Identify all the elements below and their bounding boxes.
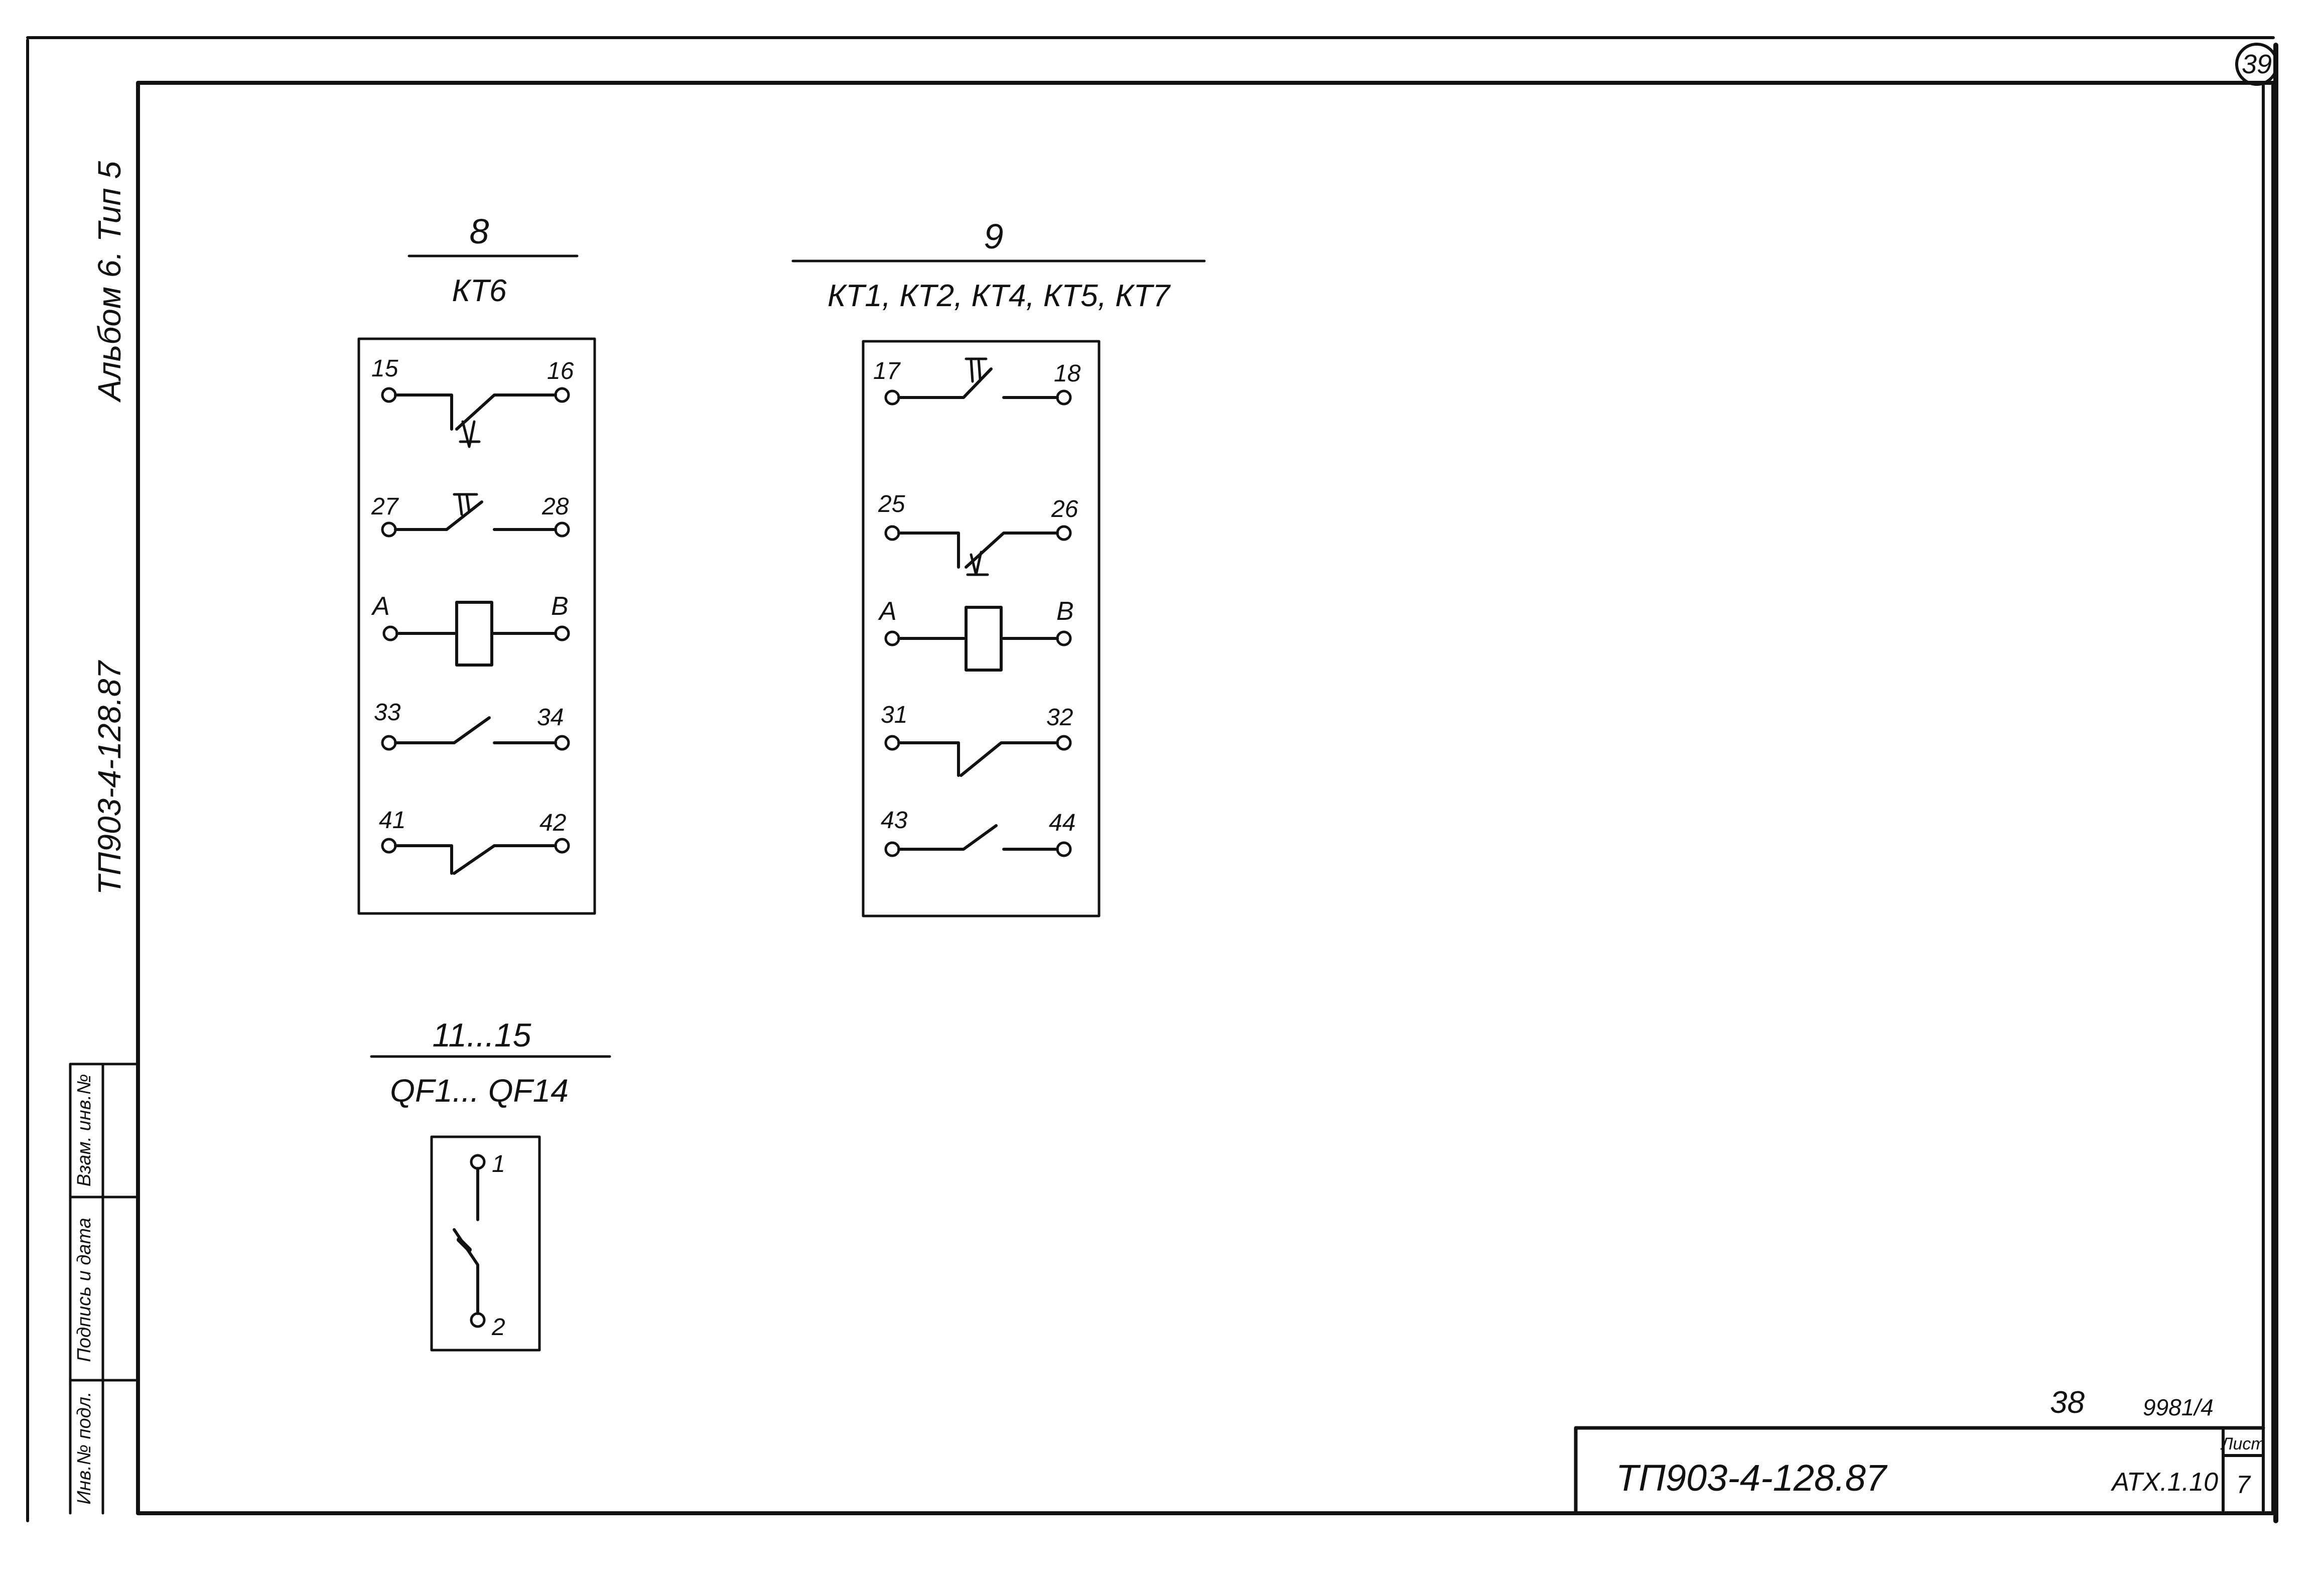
svg-text:2: 2 [491,1314,505,1341]
side-title-album: Альбом 6. Тип 5 [91,161,127,403]
title-inventory: 9981/4 [2143,1394,2214,1420]
svg-text:B: B [1056,597,1074,626]
svg-text:Взам. инв.№: Взам. инв.№ [74,1074,95,1186]
kt6-contact-33-34: 33 34 [374,699,570,751]
title-block: ТП903-4-128.87 АТХ.1.10 Лист 7 9981/4 38 [1574,1385,2265,1515]
svg-text:15: 15 [371,355,398,382]
ktg-contact-31-32: 31 32 [881,702,1073,777]
kt6-contact-15-16: 15 16 [371,355,574,448]
svg-text:27: 27 [371,493,399,520]
svg-text:A: A [878,597,897,626]
ktg-contact-25-26: 25 26 [878,491,1078,576]
block-kt-group-designation: КТ1, КТ2, КТ4, КТ5, КТ7 [828,279,1171,313]
title-sheet-label: Лист [2220,1434,2265,1454]
block-kt-group-number: 9 [984,217,1004,256]
title-code: ТП903-4-128.87 [1616,1457,1888,1499]
svg-text:39: 39 [2242,49,2272,79]
block-kt-group: 9 КТ1, КТ2, КТ4, КТ5, КТ7 17 18 25 26 A … [791,217,1206,917]
block-kt6-designation: КТ6 [452,274,507,308]
svg-text:33: 33 [374,699,401,726]
ktg-contact-17-18: 17 18 [873,357,1081,406]
svg-text:31: 31 [881,702,907,728]
svg-text:42: 42 [539,810,566,836]
svg-text:18: 18 [1054,360,1081,387]
svg-text:44: 44 [1049,810,1075,836]
kt6-contact-41-42: 41 42 [379,807,570,875]
svg-text:1: 1 [492,1151,505,1177]
side-title-code: ТП903-4-128.87 [91,659,127,895]
block-qf-number: 11...15 [433,1016,531,1053]
svg-text:34: 34 [537,704,564,731]
ktg-contact-43-44: 43 44 [881,807,1075,857]
block-qf: 11...15 QF1... QF14 1 2 [370,1016,611,1352]
svg-text:43: 43 [881,807,908,834]
svg-text:Инв.№ подл.: Инв.№ подл. [74,1391,95,1504]
svg-text:Подпись и дата: Подпись и дата [74,1218,95,1362]
svg-text:32: 32 [1046,704,1073,731]
title-handwritten: 38 [2050,1385,2085,1420]
svg-text:A: A [371,592,390,621]
block-kt6-number: 8 [470,212,489,251]
page-number: 39 [2235,43,2278,86]
svg-text:B: B [551,592,569,621]
svg-text:28: 28 [541,493,569,520]
svg-text:17: 17 [873,358,901,384]
svg-text:41: 41 [379,807,405,834]
block-kt6: 8 КТ6 15 16 27 28 A B [357,212,596,915]
ktg-coil: A B [878,597,1074,672]
svg-text:16: 16 [547,358,574,384]
frame [26,36,2278,1523]
kt6-contact-27-28: 27 28 [371,493,570,538]
svg-text:26: 26 [1051,496,1078,522]
title-doc: АТХ.1.10 [2110,1468,2218,1497]
kt6-coil: A B [371,592,570,667]
block-qf-designation: QF1... QF14 [390,1073,569,1109]
svg-text:25: 25 [878,491,905,517]
title-sheet-no: 7 [2236,1471,2251,1499]
approval-stamp: Инв.№ подл. Подпись и дата Взам. инв.№ [69,1063,140,1515]
